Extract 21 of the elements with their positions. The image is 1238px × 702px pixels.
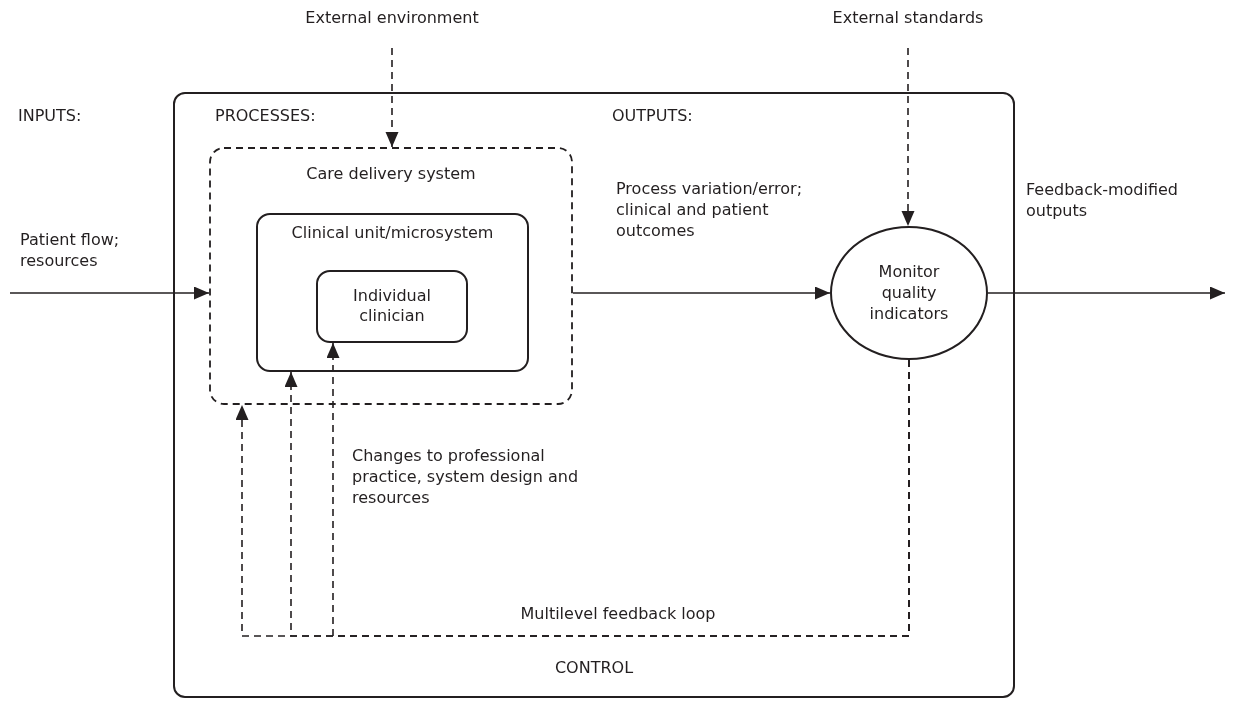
loop-label: Multilevel feedback loop xyxy=(519,604,717,625)
node-label: Individual clinician xyxy=(352,285,432,328)
node-label: Monitor quality indicators xyxy=(868,261,950,325)
node-label: Care delivery system xyxy=(305,164,477,185)
node-label: Clinical unit/microsystem xyxy=(290,223,495,244)
source-label: External standards xyxy=(831,8,985,29)
dashed-arrow xyxy=(901,47,915,227)
arrow xyxy=(572,286,831,300)
node-label: CONTROL xyxy=(553,658,635,679)
arrow xyxy=(9,286,210,300)
section-heading: PROCESSES: xyxy=(215,106,317,127)
section-heading: INPUTS: xyxy=(18,106,83,127)
source-label: External environment xyxy=(304,8,480,29)
dashed-box xyxy=(209,147,573,405)
section-heading: OUTPUTS: xyxy=(612,106,694,127)
note-text: Changes to professional practice, system design and resources xyxy=(352,446,580,509)
rounded-box xyxy=(256,213,529,372)
rounded-box xyxy=(316,270,468,343)
arrow xyxy=(987,286,1226,300)
dashed-arrow xyxy=(385,47,399,148)
ellipse-node xyxy=(830,226,988,360)
